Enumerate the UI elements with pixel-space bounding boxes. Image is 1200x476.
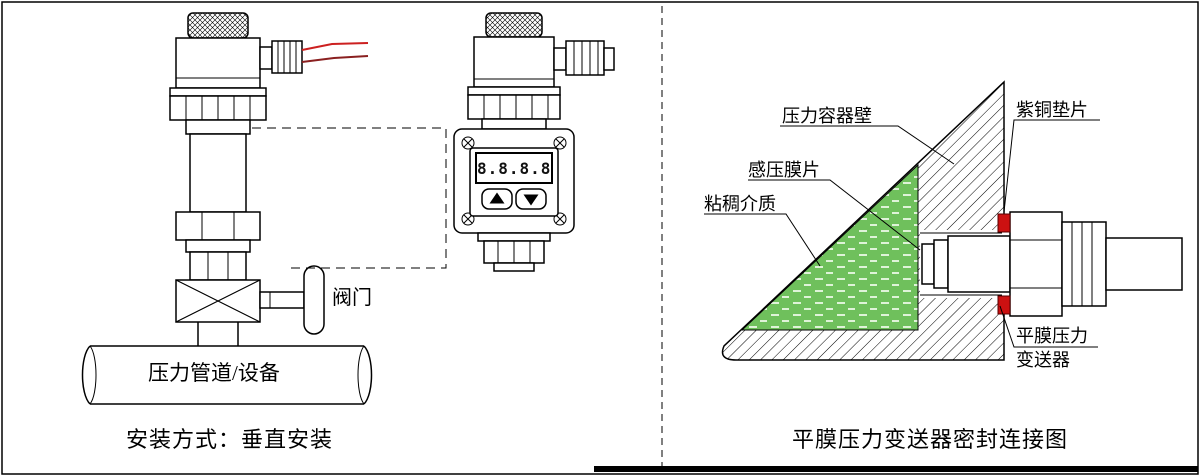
- valve-cross: [175, 279, 261, 323]
- valve-handle: [303, 265, 325, 335]
- leader-viscous-medium: [704, 213, 821, 267]
- hex-flange: [1009, 211, 1063, 317]
- cable-gland-step: [553, 47, 567, 71]
- transmitter-label-line2: 变送器: [1016, 350, 1070, 370]
- neck: [481, 118, 547, 130]
- flat-membrane-transmitter: [921, 211, 1183, 317]
- pipe-drawing: [81, 322, 373, 405]
- connector-cap: [485, 12, 543, 38]
- leader-transmitter: [999, 305, 1098, 348]
- diaphragm-label: 感压膜片: [748, 160, 820, 180]
- pipe-label: 压力管道/设备: [148, 361, 280, 385]
- spacer: [185, 239, 251, 253]
- viscous-medium-label: 粘稠介质: [704, 194, 776, 214]
- wire-red: [301, 42, 369, 51]
- flange-plate: [467, 86, 561, 96]
- hex-fitting-upper: [467, 94, 561, 120]
- body-tube: [189, 133, 247, 213]
- vertical-transmitter-drawing: [169, 12, 369, 281]
- connector-housing: [175, 37, 261, 89]
- copper-gasket-label: 紫铜垫片: [1016, 100, 1088, 120]
- vessel-wall-label: 压力容器壁: [782, 106, 872, 126]
- copper-gasket-bottom: [997, 295, 1011, 315]
- seal-connection-diagram: [704, 80, 1183, 361]
- leader-copper-gasket: [1003, 119, 1100, 213]
- cable-gland-step: [259, 46, 273, 70]
- hex-lower: [189, 251, 247, 281]
- cable-gland: [271, 40, 303, 74]
- left-caption: 安装方式：垂直安装: [126, 427, 334, 452]
- transmitter-label-line1: 平膜压力: [1016, 326, 1088, 346]
- up-arrow-icon: [489, 192, 505, 204]
- display-transmitter-drawing: [453, 12, 615, 272]
- lcd-screen: [475, 152, 553, 184]
- transmitter-rear-body: [1105, 237, 1183, 291]
- detail-connection-dashes: [252, 127, 447, 269]
- valve-drawing: [175, 265, 325, 335]
- sensing-diaphragm: [921, 243, 935, 285]
- cable-gland-end: [603, 47, 615, 71]
- callout-leaders: [704, 119, 1100, 348]
- flange-plate: [169, 87, 267, 97]
- valve-label: 阀门: [332, 287, 372, 309]
- hex-nut: [175, 211, 261, 241]
- right-caption: 平膜压力变送器密封连接图: [792, 427, 1069, 452]
- leader-diaphragm: [748, 179, 921, 251]
- connector-cap: [187, 12, 249, 39]
- lock-nut: [1061, 221, 1107, 307]
- down-arrow-icon: [523, 194, 539, 206]
- viscous-medium-area: [740, 163, 919, 331]
- screw-icons: [461, 136, 567, 226]
- copper-gasket-top: [997, 213, 1011, 233]
- pipe-left-end: [81, 345, 91, 405]
- valve-stem: [259, 291, 305, 309]
- pipe-right-end: [363, 345, 373, 405]
- lcd-value: 8.8.8.8: [477, 159, 552, 178]
- lower-plate: [477, 232, 551, 242]
- wire-dark: [301, 55, 369, 63]
- diaphragm-holder: [933, 239, 949, 289]
- neck: [185, 119, 251, 135]
- bottom-rule: [594, 466, 1198, 472]
- process-connection: [493, 262, 535, 272]
- threaded-body: [947, 235, 1011, 293]
- leader-vessel-wall: [780, 125, 955, 165]
